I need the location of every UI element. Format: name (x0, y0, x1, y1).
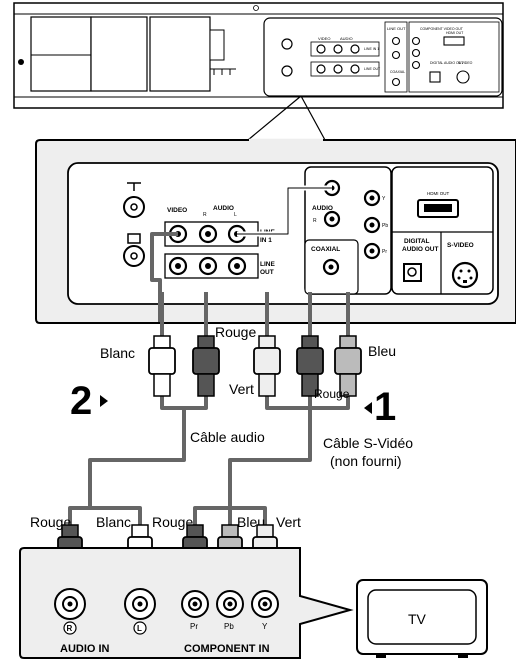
step-two-arrow-icon (100, 395, 108, 407)
plug-rouge-audio-top (192, 335, 220, 397)
label-cable-audio: Câble audio (190, 429, 265, 445)
back-digital-label: DIGITAL AUDIO OUT (430, 61, 464, 65)
zoom-comp-y: Y (382, 196, 386, 202)
zoom-port-r: R (313, 218, 317, 224)
tv-jack-pr: Pr (190, 622, 198, 631)
label-vert-top: Vert (229, 381, 254, 397)
label-rouge-mid: Rouge (314, 387, 350, 401)
label-blanc-bottom: Blanc (96, 514, 131, 530)
label-rouge-bottom-mid: Rouge (152, 514, 193, 530)
plug-bleu-top (334, 335, 362, 397)
tv-audio-in-label: AUDIO IN (60, 643, 110, 655)
zoom-line-out-1: LINE (260, 261, 275, 268)
tv-icon: TV (356, 579, 488, 658)
back-svideo-label: S-VIDEO (458, 61, 473, 65)
tv-jack-y: Y (262, 622, 268, 631)
back-audio-label: AUDIO (340, 36, 353, 41)
back-hdmi-label: HDMI OUT (446, 31, 464, 35)
zoom-audio-r: R (203, 212, 207, 218)
tv-jack-r: R (67, 624, 73, 633)
tv-jack-l: L (137, 624, 142, 633)
zoom-hdmi-label: HDMI OUT (427, 191, 449, 196)
zoom-line-in-2: IN 1 (260, 237, 272, 244)
back-lineout-top-label: LINE OUT (387, 26, 406, 31)
label-vert-bottom: Vert (276, 514, 301, 530)
back-line-out-label: LINE OUT (364, 67, 381, 71)
tv-jack-pb: Pb (224, 622, 234, 631)
zoom-svideo-label: S-VIDEO (447, 242, 474, 249)
zoom-video-label: VIDEO (167, 207, 187, 214)
label-blanc-top: Blanc (100, 345, 135, 361)
zoom-audio-l: L (234, 212, 237, 218)
plug-rouge-component-top (296, 335, 324, 397)
cable-wires (68, 185, 350, 525)
back-coaxial-label: COAXIAL (390, 70, 405, 74)
tv-component-in-label: COMPONENT IN (184, 643, 270, 655)
label-cable-svideo-2: (non fourni) (330, 453, 402, 469)
label-bleu-top: Bleu (368, 343, 396, 359)
zoom-comp-pb: Pb (382, 223, 388, 229)
tv-screen-label: TV (408, 611, 427, 627)
plug-blanc-top (148, 335, 176, 397)
plug-vert-top (253, 335, 281, 397)
back-line-in-label: LINE IN 1 (364, 47, 379, 51)
zoom-audio-out-label: AUDIO (312, 205, 333, 212)
label-rouge-bottom-left: Rouge (30, 514, 71, 530)
zoom-line-out-2: OUT (260, 269, 274, 276)
back-video-label: VIDEO (318, 36, 330, 41)
step-one-arrow-icon (364, 402, 372, 414)
zoom-coaxial-label: COAXIAL (311, 246, 340, 253)
label-cable-svideo-1: Câble S-Vidéo (323, 435, 413, 451)
zoom-digital-1: DIGITAL (404, 238, 430, 245)
step-two-number: 2 (70, 379, 92, 423)
zoom-digital-2: AUDIO OUT (402, 246, 439, 253)
tv-panel: R L Pr Pb Y AUDIO IN COMPONENT IN (19, 547, 354, 659)
step-one-number: 1 (374, 385, 396, 429)
player-back-panel: VIDEO AUDIO LINE IN 1 LINE OUT LINE OUT … (13, 2, 504, 141)
label-rouge-top: Rouge (215, 324, 256, 340)
zoom-audio-label: AUDIO (213, 205, 234, 212)
zoom-comp-pr: Pr (382, 249, 387, 255)
back-component-label: COMPONENT VIDEO OUT (420, 27, 464, 31)
